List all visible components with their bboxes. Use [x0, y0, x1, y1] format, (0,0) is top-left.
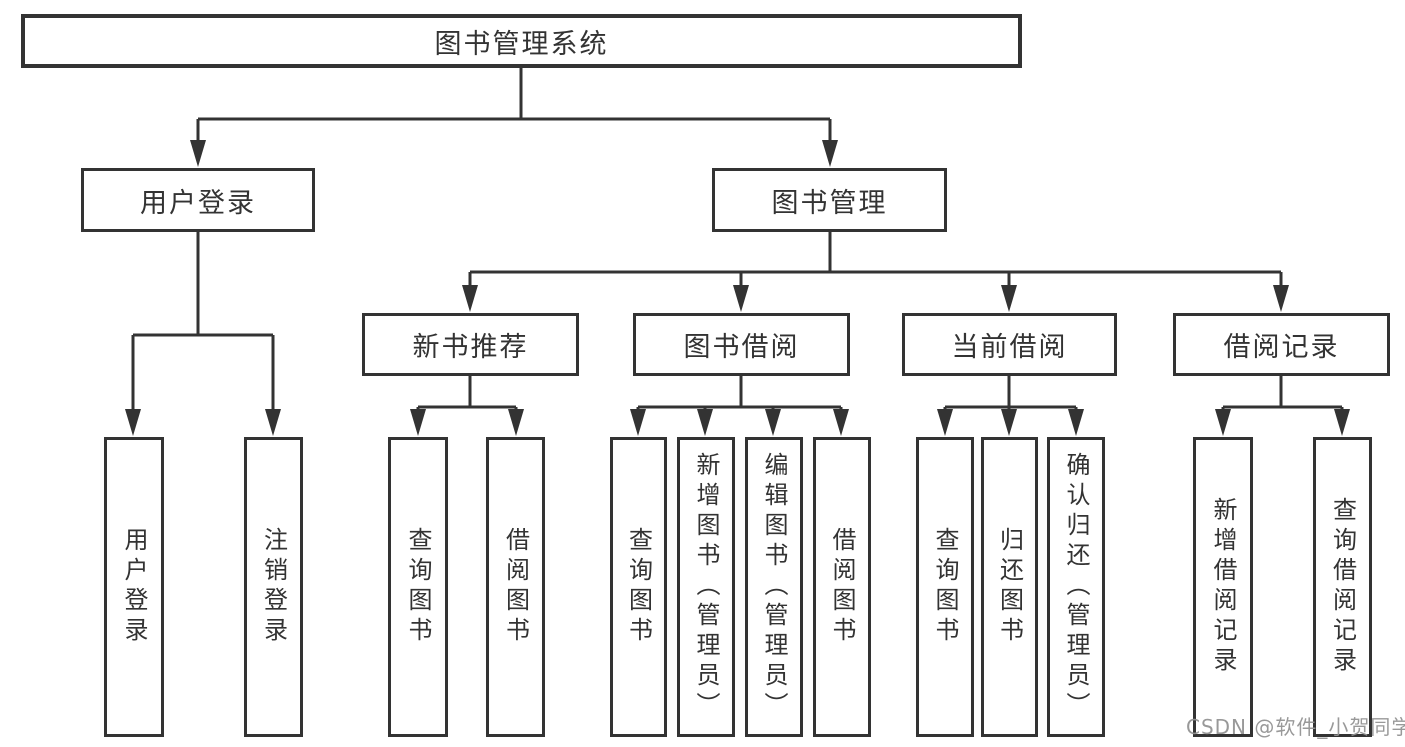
leaf-query-books-borrow: 查询图书: [610, 437, 667, 737]
node-book-borrowing: 图书借阅: [633, 313, 850, 376]
node-label: 当前借阅: [951, 332, 1068, 363]
leaf-return-books: 归还图书: [981, 437, 1038, 737]
leaf-query-borrow-record: 查询借阅记录: [1313, 437, 1372, 737]
node-label: 图书管理系统: [434, 28, 609, 60]
node-user-login: 用户登录: [81, 168, 315, 232]
node-label: 查询图书: [404, 527, 432, 647]
node-label: 查询图书: [624, 527, 653, 647]
node-current-borrowing: 当前借阅: [902, 313, 1117, 376]
node-label: 借阅图书: [828, 527, 856, 647]
node-label: 查询借阅记录: [1328, 497, 1357, 677]
watermark: CSDN @软件_小贺同学: [1186, 715, 1405, 739]
node-label: 借阅图书: [501, 527, 530, 647]
node-book-management: 图书管理: [712, 168, 947, 232]
leaf-query-books-current: 查询图书: [916, 437, 974, 737]
node-label: 用户登录: [140, 187, 256, 219]
node-label: 查询图书: [931, 527, 959, 647]
leaf-borrow-books: 借阅图书: [813, 437, 871, 737]
node-label: 图书管理: [771, 187, 888, 219]
leaf-edit-books-admin: 编辑图书（管理员）: [745, 437, 803, 737]
node-label: 新增借阅记录: [1209, 497, 1237, 677]
node-label: 借阅记录: [1223, 332, 1340, 363]
node-label: 归还图书: [995, 527, 1024, 647]
node-label: 新增图书（管理员）: [692, 452, 720, 722]
node-label: 编辑图书（管理员）: [760, 452, 788, 722]
node-library-management-system: 图书管理系统: [21, 14, 1022, 68]
leaf-confirm-return-admin: 确认归还（管理员）: [1047, 437, 1105, 737]
node-label: 新书推荐: [412, 332, 529, 363]
node-label: 图书借阅: [683, 332, 800, 363]
node-borrowing-records: 借阅记录: [1173, 313, 1390, 376]
node-label: 用户登录: [120, 527, 148, 647]
node-label: 确认归还（管理员）: [1062, 452, 1090, 722]
leaf-add-borrow-record: 新增借阅记录: [1193, 437, 1253, 737]
node-new-book-recommendation: 新书推荐: [362, 313, 579, 376]
leaf-logout: 注销登录: [244, 437, 303, 737]
leaf-add-books-admin: 新增图书（管理员）: [677, 437, 735, 737]
leaf-borrow-books-recommend: 借阅图书: [486, 437, 545, 737]
node-label: 注销登录: [259, 527, 288, 647]
leaf-user-login: 用户登录: [104, 437, 164, 737]
leaf-query-books-recommend: 查询图书: [388, 437, 448, 737]
